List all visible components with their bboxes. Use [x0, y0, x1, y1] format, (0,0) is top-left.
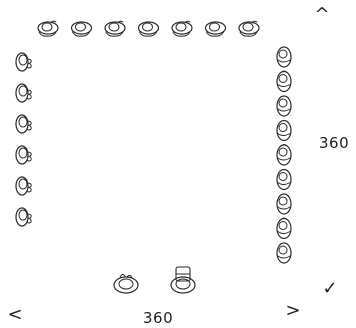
seated-figure-top — [105, 21, 125, 36]
right-arrow-icon[interactable]: > — [283, 302, 303, 322]
seated-figure-top — [38, 21, 58, 36]
up-arrow-icon[interactable]: ^ — [312, 6, 332, 26]
checkmark-icon[interactable]: ✓ — [320, 280, 340, 300]
seated-figure-bottom — [114, 274, 138, 293]
seated-figure-right — [277, 121, 291, 141]
seated-figure-left — [16, 208, 31, 226]
top-row-figures — [38, 21, 259, 36]
seated-figure-right — [277, 47, 291, 67]
right-side-length-label: 360 — [319, 134, 349, 152]
seated-figure-left — [16, 115, 31, 133]
seated-figure-left — [16, 146, 31, 164]
seated-figure-top — [172, 21, 192, 36]
seated-figure-right — [277, 145, 291, 166]
seated-figure-right — [277, 194, 291, 214]
seated-figure-top — [139, 22, 159, 36]
seated-figure-top — [206, 22, 226, 36]
seated-figure-right — [277, 243, 291, 263]
left-column-figures — [16, 53, 31, 226]
left-arrow-icon[interactable]: < — [5, 306, 25, 326]
seated-figure-left — [16, 84, 31, 102]
seated-figure-left — [16, 177, 31, 195]
seated-figure-right — [277, 96, 291, 116]
seated-figure-right — [277, 170, 291, 190]
bottom-figure-group — [114, 267, 195, 293]
right-column-figures — [277, 47, 291, 263]
seated-figure-top — [72, 22, 92, 36]
bottom-side-length-label: 360 — [143, 309, 173, 327]
seated-figure-top — [239, 21, 259, 36]
seated-figure-right — [277, 71, 291, 92]
seated-figure-right — [277, 218, 291, 239]
seated-figure-left — [16, 53, 31, 71]
seated-figure-bottom — [171, 267, 195, 293]
